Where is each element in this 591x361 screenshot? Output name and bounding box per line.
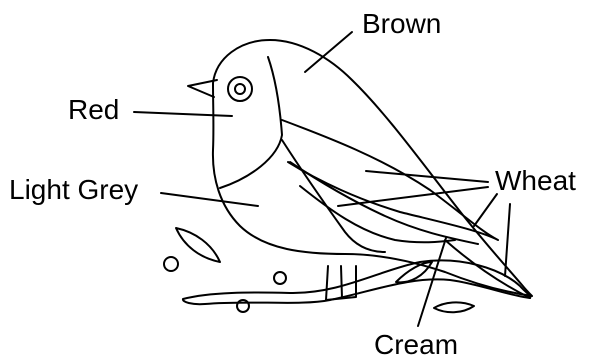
leader-red	[134, 112, 232, 116]
berry-2	[274, 272, 286, 284]
leader-wheat-4	[505, 204, 510, 276]
leader-wheat-1	[366, 171, 488, 182]
red-chest-outline	[220, 57, 282, 188]
leader-wheat-3	[474, 194, 497, 226]
label-red: Red	[68, 96, 119, 124]
label-cream: Cream	[374, 331, 458, 359]
berry-1	[164, 257, 178, 271]
leg-band	[341, 266, 342, 298]
leaf-bottom	[434, 302, 474, 312]
leader-light-grey	[161, 193, 258, 206]
eye-inner	[235, 84, 245, 94]
eye-outer	[228, 77, 252, 101]
wing-mid	[290, 162, 478, 244]
label-light-grey: Light Grey	[9, 176, 138, 204]
leader-cream	[418, 238, 446, 326]
bird-body-outline	[213, 40, 532, 296]
label-brown: Brown	[362, 10, 441, 38]
leader-brown	[305, 32, 352, 72]
label-wheat: Wheat	[495, 167, 576, 195]
leaf-left	[176, 228, 220, 262]
leader-wheat-2	[338, 187, 488, 206]
